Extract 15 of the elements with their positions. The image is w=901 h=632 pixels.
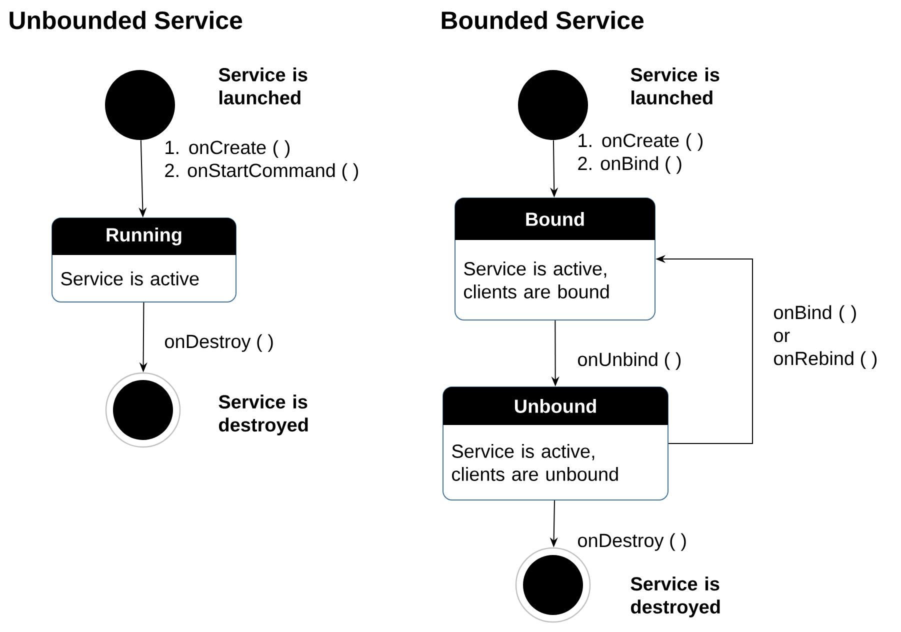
state-caption: Service is launched bbox=[218, 68, 308, 104]
edge-label: 1. onCreate ( ) 2. onBind ( ) bbox=[578, 133, 702, 174]
state-box: Running Service is active bbox=[52, 218, 236, 302]
state-caption: Service is destroyed bbox=[630, 576, 720, 618]
edge-label: onUnbind ( ) bbox=[578, 352, 681, 370]
state-caption: Service is destroyed bbox=[218, 394, 308, 436]
edge-label: onDestroy ( ) bbox=[165, 334, 273, 352]
edge-label: 1. onCreate ( ) 2. onStartCommand ( ) bbox=[165, 140, 358, 181]
panel-title: Bounded Service bbox=[442, 10, 644, 30]
state-box: Bound Service is active, clients are bound bbox=[454, 198, 656, 320]
panel-title: Unbounded Service bbox=[10, 10, 242, 30]
state-box: Unbound Service is active, clients are unbound bbox=[442, 386, 668, 500]
state-caption: Service is launched bbox=[630, 68, 720, 104]
edge-label: onDestroy ( ) bbox=[578, 533, 686, 551]
edge-label: onBind ( ) or onRebind ( ) bbox=[774, 305, 877, 369]
